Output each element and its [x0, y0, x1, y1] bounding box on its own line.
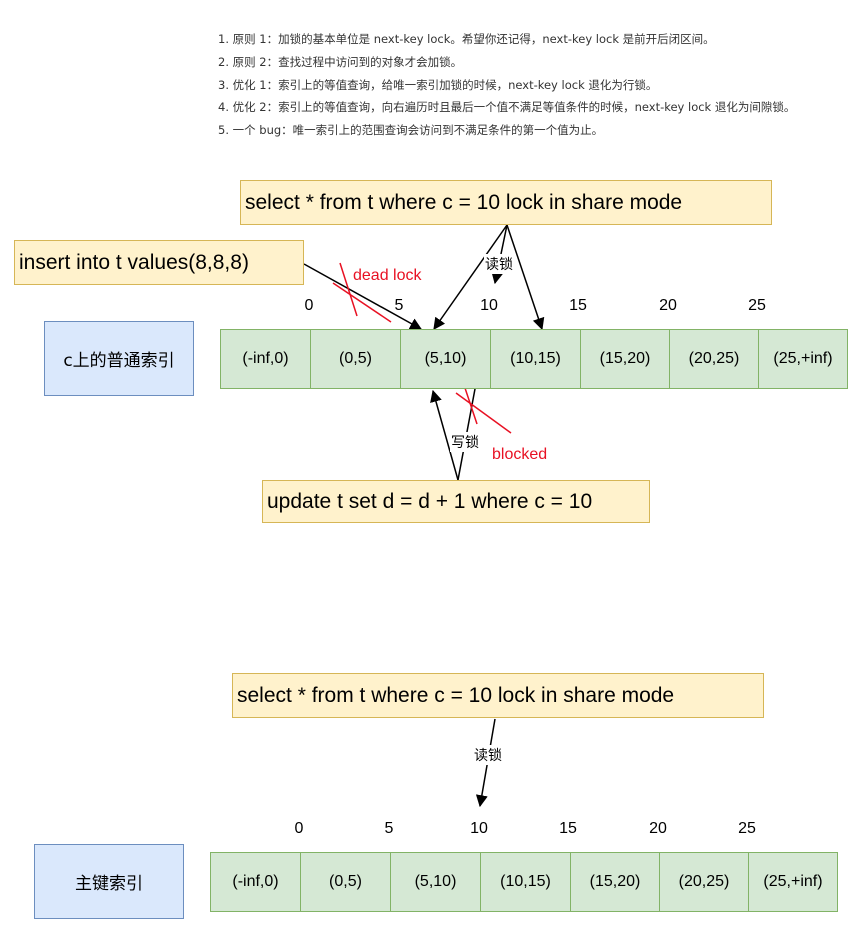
rule-item: 3. 优化 1：索引上的等值查询，给唯一索引加锁的时候，next-key loc… [218, 77, 658, 92]
locking-rules-list: 1. 原则 1：加锁的基本单位是 next-key lock。希望你还记得，ne… [218, 28, 795, 142]
read-lock-label: 读锁 [473, 745, 503, 765]
select-sql-text: select * from t where c = 10 lock in sha… [237, 683, 675, 707]
index-label-text: c上的普通索引 [63, 351, 175, 371]
index-gap-cell: (0,5) [300, 852, 391, 912]
tick-label: 10 [470, 820, 488, 837]
tick-label: 20 [659, 297, 677, 314]
cell-text: (25,+inf) [763, 873, 823, 890]
update-statement-box: update t set d = d + 1 where c = 10 [262, 480, 650, 523]
cell-text: (20,25) [688, 350, 740, 367]
tick-label: 10 [480, 297, 498, 314]
read-lock-arrow [506, 224, 545, 331]
cell-text: (20,25) [678, 873, 730, 890]
index-gap-cell: (15,20) [570, 852, 660, 912]
index-gap-cell: (-inf,0) [220, 329, 311, 389]
tick-label: 0 [294, 820, 304, 837]
cell-text: (-inf,0) [242, 350, 289, 367]
tick-label: 0 [304, 297, 314, 314]
write-lock-label: 写锁 [450, 432, 480, 452]
tick-label: 20 [649, 820, 667, 837]
rule-item: 1. 原则 1：加锁的基本单位是 next-key lock。希望你还记得，ne… [218, 32, 715, 46]
rule-item: 2. 原则 2：查找过程中访问到的对象才会加锁。 [218, 54, 463, 69]
insert-arrow [303, 263, 423, 330]
index-gap-cell: (25,+inf) [758, 329, 848, 389]
cell-text: (0,5) [329, 873, 362, 890]
index-gap-cell: (15,20) [580, 329, 670, 389]
index-gap-cell: (5,10) [400, 329, 491, 389]
cell-text: (15,20) [589, 873, 641, 890]
index-gap-cell: (5,10) [390, 852, 481, 912]
dead-lock-cross [339, 262, 358, 317]
index-gap-cell: (25,+inf) [748, 852, 838, 912]
tick-label: 15 [569, 297, 587, 314]
insert-sql-text: insert into t values(8,8,8) [19, 250, 249, 274]
cell-text: (15,20) [599, 350, 651, 367]
cell-text: (10,15) [510, 350, 561, 367]
rule-item: 5. 一个 bug：唯一索引上的范围查询会访问到不满足条件的第一个值为止。 [218, 123, 604, 138]
index-gap-cell: (20,25) [659, 852, 749, 912]
cell-text: (-inf,0) [232, 873, 279, 890]
tick-label: 5 [384, 820, 394, 837]
blocked-label: blocked [492, 446, 548, 463]
update-sql-text: update t set d = d + 1 where c = 10 [267, 489, 593, 513]
tick-label: 25 [748, 297, 766, 314]
tick-label: 15 [559, 820, 577, 837]
index-gap-cell: (10,15) [480, 852, 571, 912]
blocked-cross [455, 392, 512, 434]
cell-text: (5,10) [424, 350, 467, 367]
secondary-index-label: c上的普通索引 [44, 321, 194, 396]
primary-index-label: 主键索引 [34, 844, 184, 919]
index-gap-cell: (20,25) [669, 329, 759, 389]
read-lock-label: 读锁 [484, 254, 514, 274]
cell-text: (25,+inf) [773, 350, 833, 367]
index-gap-cell: (-inf,0) [210, 852, 301, 912]
tick-label: 25 [738, 820, 756, 837]
index-gap-cell: (10,15) [490, 329, 581, 389]
cell-text: (0,5) [339, 350, 372, 367]
dead-lock-label: dead lock [353, 267, 422, 284]
index-gap-cell: (0,5) [310, 329, 401, 389]
tick-label: 5 [394, 297, 404, 314]
rule-item: 4. 优化 2：索引上的等值查询，向右遍历时且最后一个值不满足等值条件的时候，n… [218, 100, 796, 115]
cell-text: (5,10) [414, 873, 457, 890]
read-lock-arrow [433, 224, 508, 330]
write-lock-arrow [430, 389, 459, 481]
cell-text: (10,15) [500, 873, 551, 890]
select-sql-text: select * from t where c = 10 lock in sha… [245, 190, 683, 214]
select-statement-box-primary: select * from t where c = 10 lock in sha… [232, 673, 764, 718]
dead-lock-cross [332, 282, 392, 323]
select-statement-box: select * from t where c = 10 lock in sha… [240, 180, 772, 225]
index-label-text: 主键索引 [75, 874, 143, 894]
insert-statement-box: insert into t values(8,8,8) [14, 240, 304, 285]
